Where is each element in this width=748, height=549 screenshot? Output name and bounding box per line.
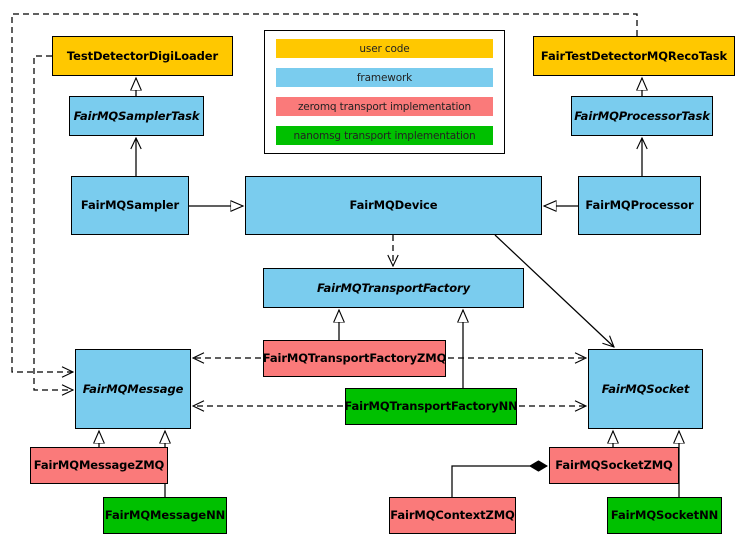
class-node-fairmqprocessor[interactable]: FairMQProcessor — [578, 176, 701, 235]
class-label: FairMQDevice — [349, 198, 438, 213]
legend: user code framework zeromq transport imp… — [264, 30, 505, 154]
class-label: FairMQSamplerTask — [73, 108, 200, 123]
class-node-fairmqsocketnn[interactable]: FairMQSocketNN — [607, 497, 722, 534]
class-node-testdetectordigiloader[interactable]: TestDetectorDigiLoader — [52, 36, 233, 76]
legend-label-user-code: user code — [359, 42, 410, 55]
legend-label-framework: framework — [356, 71, 413, 84]
legend-item-user-code: user code — [276, 39, 493, 58]
class-label: TestDetectorDigiLoader — [66, 48, 219, 63]
class-node-fairmqcontextzmq[interactable]: FairMQContextZMQ — [389, 497, 516, 534]
class-label: FairMQMessageZMQ — [33, 458, 165, 473]
class-label: FairMQMessageNN — [104, 508, 226, 523]
class-node-fairtestdetectormqrecotask[interactable]: FairTestDetectorMQRecoTask — [533, 36, 735, 76]
class-node-fairmqsamplertask[interactable]: FairMQSamplerTask — [69, 96, 204, 136]
class-label: FairMQTransportFactory — [317, 280, 470, 295]
legend-item-zeromq: zeromq transport implementation — [276, 97, 493, 116]
class-label: FairMQSocket — [601, 381, 690, 396]
legend-item-nanomsg: nanomsg transport implementation — [276, 126, 493, 145]
edge-digiloader-message — [33, 55, 73, 390]
class-label: FairMQProcessor — [585, 198, 694, 213]
class-label: FairMQSocketNN — [610, 508, 719, 523]
legend-item-framework: framework — [276, 68, 493, 87]
class-node-fairmqprocessortask[interactable]: FairMQProcessorTask — [571, 96, 713, 136]
class-node-fairmqsocketzmq[interactable]: FairMQSocketZMQ — [549, 447, 679, 484]
class-node-fairmqtransportfactorynn[interactable]: FairMQTransportFactoryNN — [344, 388, 518, 425]
class-node-fairmqmessage[interactable]: FairMQMessage — [75, 349, 191, 429]
legend-label-nanomsg: nanomsg transport implementation — [293, 129, 476, 142]
class-node-fairmqmessagezmq[interactable]: FairMQMessageZMQ — [30, 447, 168, 484]
class-label: FairMQSocketZMQ — [555, 458, 673, 473]
class-label: FairTestDetectorMQRecoTask — [540, 48, 728, 63]
class-node-fairmqtransportfactory[interactable]: FairMQTransportFactory — [263, 268, 524, 308]
class-label: FairMQMessage — [82, 381, 184, 396]
class-label: FairMQContextZMQ — [390, 508, 515, 523]
class-node-fairmqdevice[interactable]: FairMQDevice — [245, 176, 542, 235]
class-node-fairmqsampler[interactable]: FairMQSampler — [71, 176, 189, 235]
class-node-fairmqmessagenn[interactable]: FairMQMessageNN — [103, 497, 227, 534]
class-label: FairMQProcessorTask — [574, 108, 710, 123]
class-label: FairMQTransportFactoryZMQ — [262, 351, 447, 366]
class-label: FairMQTransportFactoryNN — [344, 399, 518, 414]
edge-contextzmq-socketzmq — [451, 466, 547, 497]
class-node-fairmqsocket[interactable]: FairMQSocket — [588, 349, 703, 429]
class-node-fairmqtransportfactoryzmq[interactable]: FairMQTransportFactoryZMQ — [263, 340, 446, 377]
class-label: FairMQSampler — [80, 198, 180, 213]
legend-label-zeromq: zeromq transport implementation — [297, 100, 472, 113]
